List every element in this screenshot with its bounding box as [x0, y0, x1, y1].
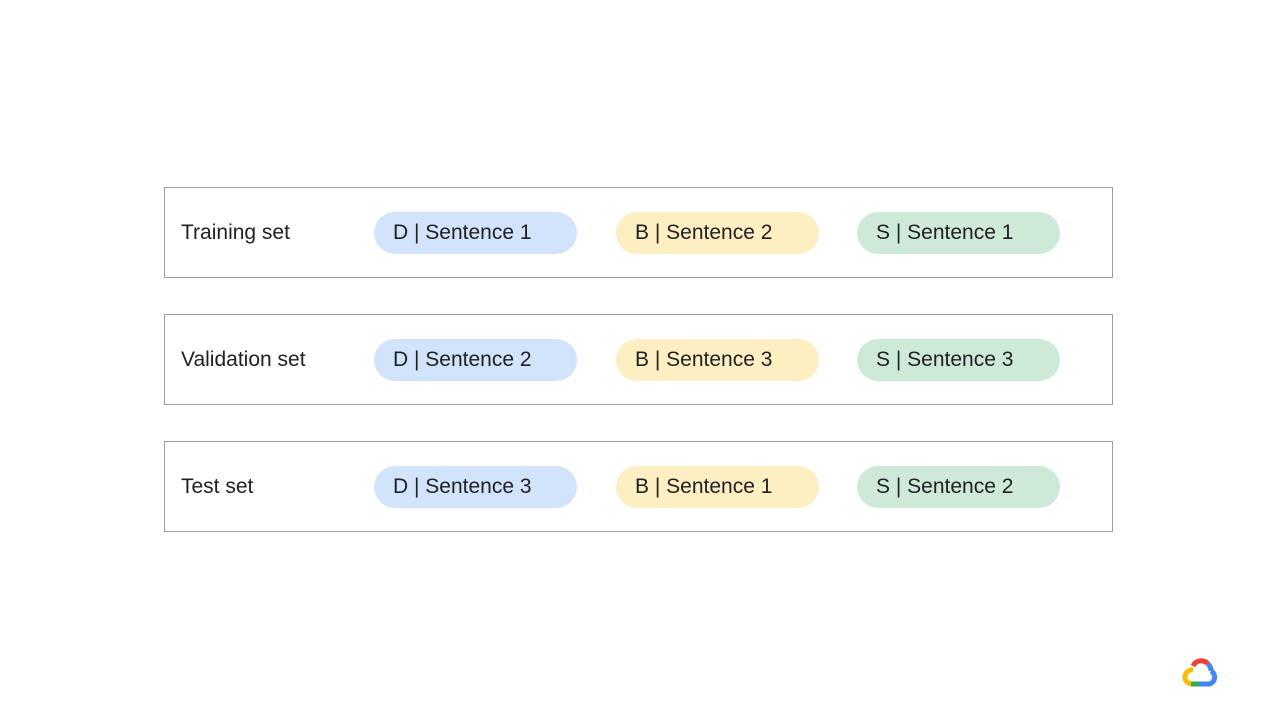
google-cloud-logo-icon [1182, 658, 1218, 687]
sentence-pill-s: S | Sentence 2 [857, 466, 1060, 508]
validation-set-row: Validation set D | Sentence 2 B | Senten… [164, 314, 1113, 405]
set-label: Training set [181, 221, 290, 244]
sentence-pill-b: B | Sentence 3 [616, 339, 819, 381]
sentence-pill-s: S | Sentence 3 [857, 339, 1060, 381]
sentence-pill-b: B | Sentence 1 [616, 466, 819, 508]
sentence-pill-b: B | Sentence 2 [616, 212, 819, 254]
training-set-row: Training set D | Sentence 1 B | Sentence… [164, 187, 1113, 278]
sentence-pill-s: S | Sentence 1 [857, 212, 1060, 254]
set-label: Test set [181, 475, 254, 498]
sentence-pill-d: D | Sentence 3 [374, 466, 577, 508]
sentence-pill-d: D | Sentence 1 [374, 212, 577, 254]
test-set-row: Test set D | Sentence 3 B | Sentence 1 S… [164, 441, 1113, 532]
set-label: Validation set [181, 348, 306, 371]
sentence-pill-d: D | Sentence 2 [374, 339, 577, 381]
